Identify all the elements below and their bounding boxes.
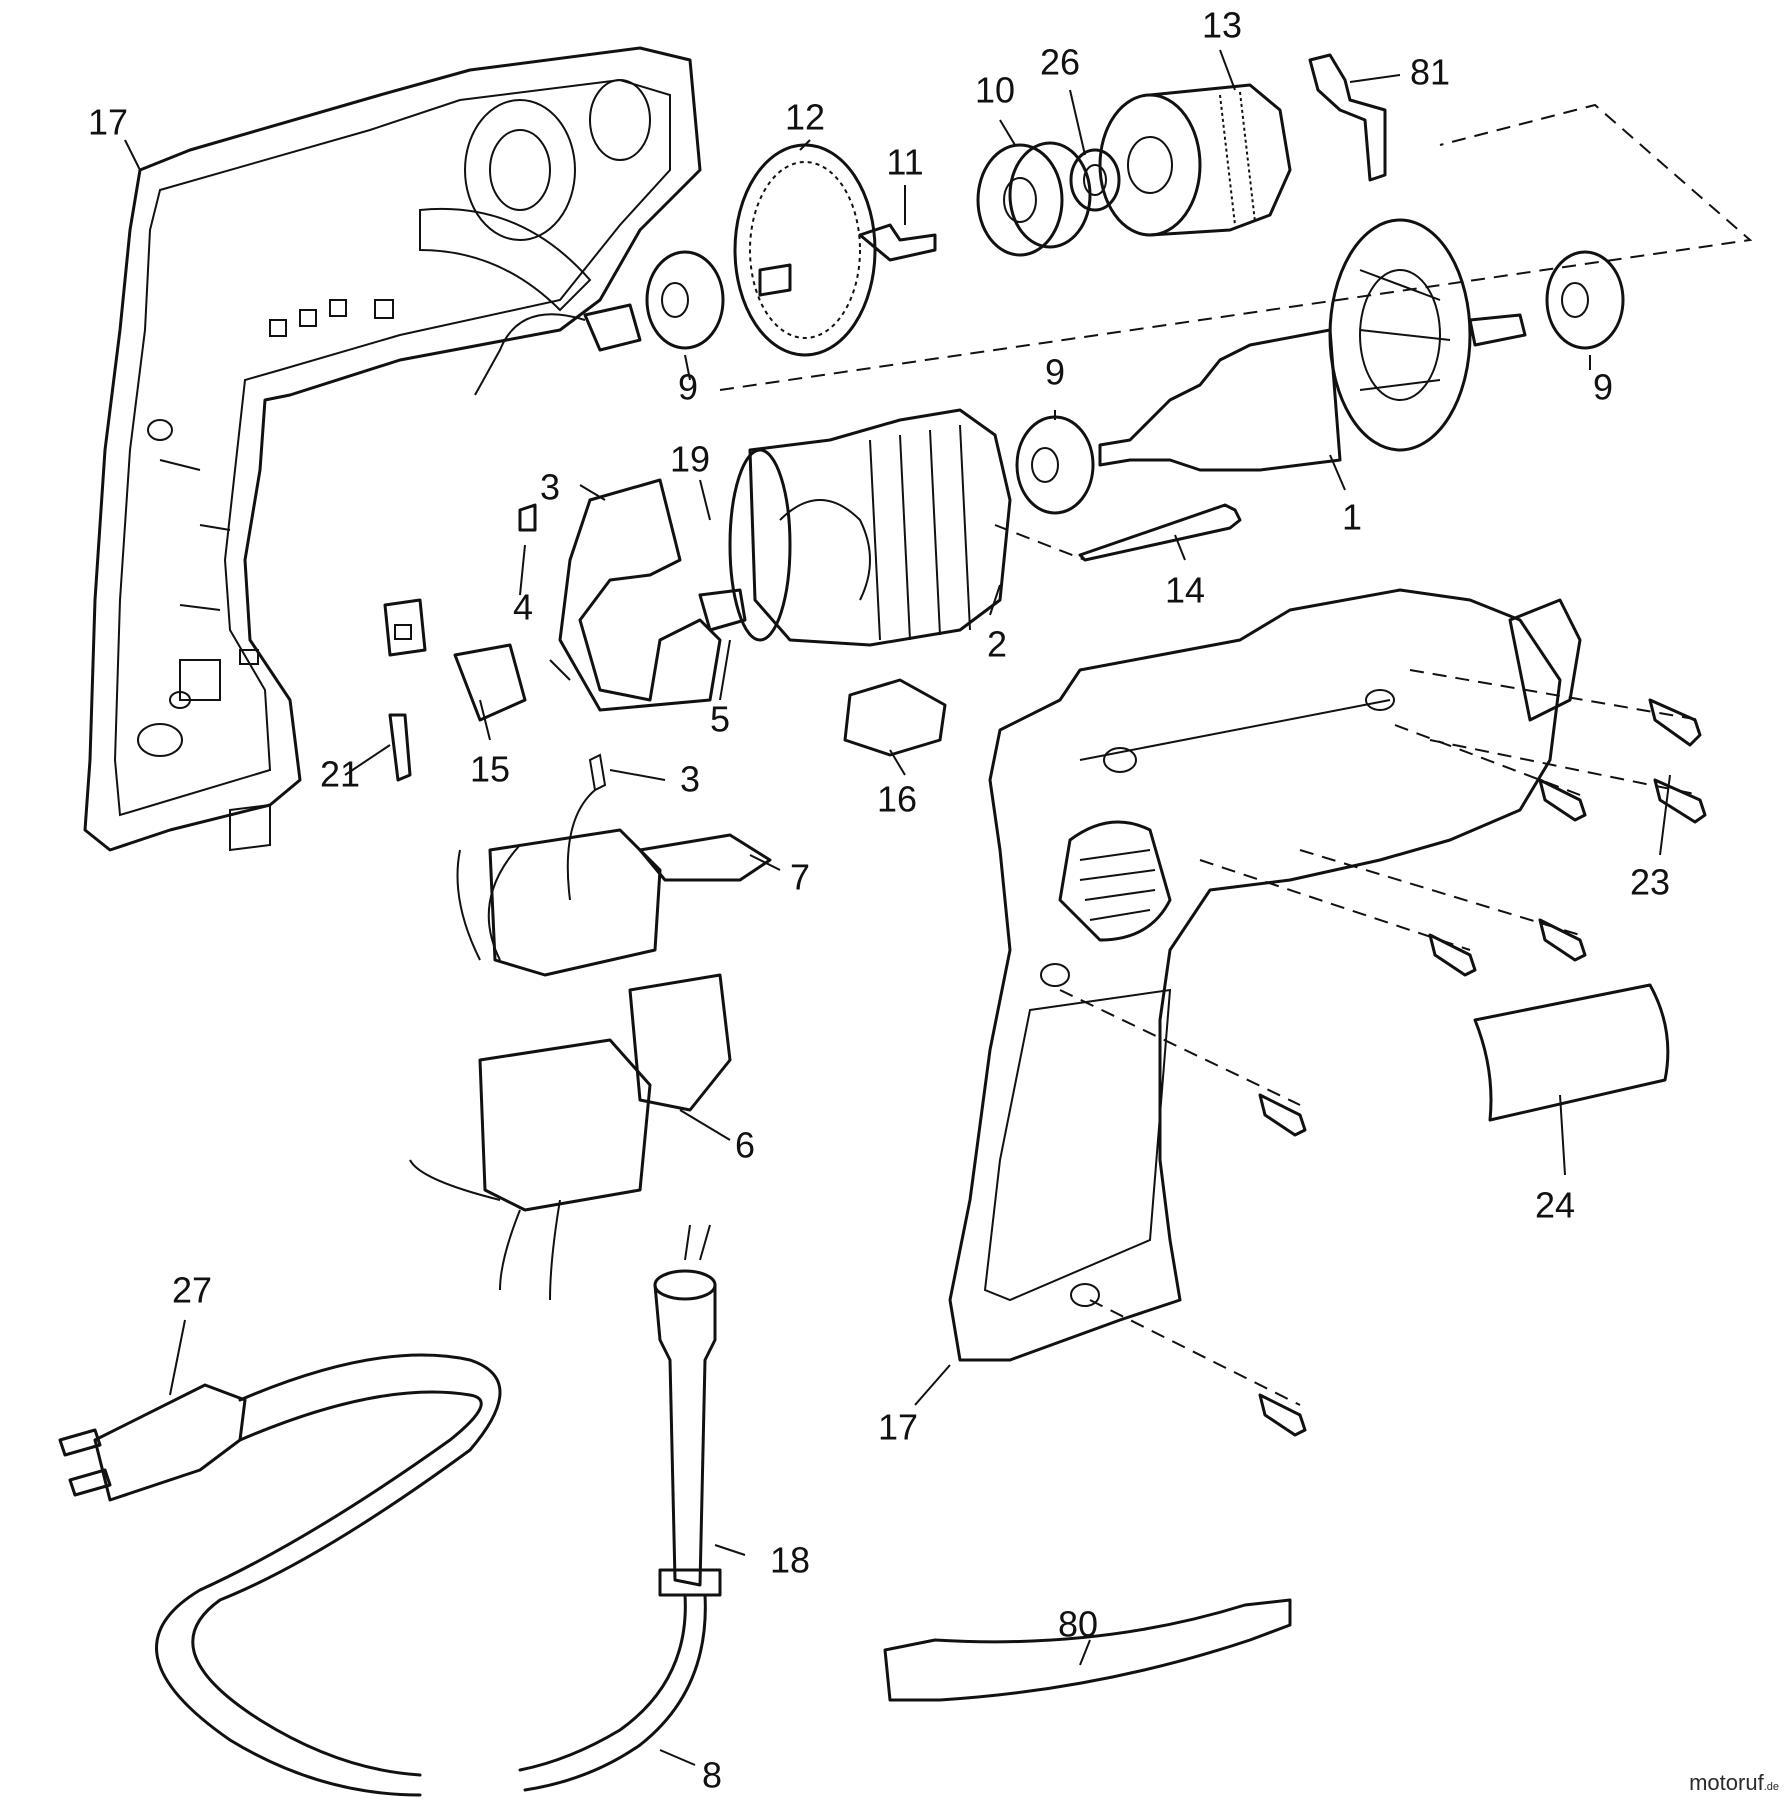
callout-4: 4 bbox=[513, 587, 533, 628]
cord-part-8 bbox=[518, 1593, 687, 1772]
switch-part-6 bbox=[409, 973, 732, 1301]
callout-6-switch: 6 bbox=[735, 1125, 755, 1166]
callout-15: 15 bbox=[470, 749, 510, 790]
callout-1-armature: 1 bbox=[1342, 497, 1362, 538]
watermark-logo: motoruf.de bbox=[1689, 1770, 1779, 1796]
bearing-part-10 bbox=[976, 141, 1092, 257]
callout-81-chuck-key: 81 bbox=[1410, 52, 1450, 93]
housing-left-half bbox=[83, 46, 702, 852]
callout-3-brush-lower: 3 bbox=[680, 759, 700, 800]
callout-23-screws: 23 bbox=[1630, 862, 1670, 903]
callout-18-strain-relief: 18 bbox=[770, 1540, 810, 1581]
alignment-line-bolt bbox=[994, 524, 1086, 561]
watermark-text: motoruf bbox=[1689, 1770, 1764, 1795]
bearing-part-9-left bbox=[645, 250, 725, 350]
callout-26-washer: 26 bbox=[1040, 42, 1080, 83]
strain-relief-part-18 bbox=[653, 1224, 722, 1597]
bearing-part-9-right bbox=[1545, 250, 1625, 350]
callout-11-spindle: 11 bbox=[886, 142, 923, 183]
callout-3-brush-upper: 3 bbox=[540, 467, 560, 508]
part-80-strap bbox=[883, 1598, 1292, 1702]
callout-80: 80 bbox=[1058, 1604, 1098, 1645]
callout-13-chuck: 13 bbox=[1202, 5, 1242, 46]
screw-part-14 bbox=[1078, 503, 1242, 562]
callout-5: 5 bbox=[710, 699, 730, 740]
chuck-part-13 bbox=[1098, 83, 1292, 237]
callout-9-bearing-middle: 9 bbox=[1045, 352, 1065, 393]
callout-14-screw: 14 bbox=[1165, 570, 1205, 611]
chuck-key-part-81 bbox=[1308, 53, 1387, 182]
nameplate-part-24 bbox=[1473, 983, 1670, 1122]
washer-part-26 bbox=[1069, 148, 1121, 212]
leader-lines bbox=[124, 49, 1671, 1766]
callout-8-cord: 8 bbox=[702, 1755, 722, 1796]
plug-cord-part-27 bbox=[58, 1353, 502, 1797]
part-16-block bbox=[843, 678, 947, 757]
callout-17-right-housing: 17 bbox=[878, 1407, 918, 1448]
cord-part-8-edge bbox=[523, 1593, 707, 1792]
housing-screws bbox=[1059, 669, 1707, 1437]
callout-7-switch: 7 bbox=[790, 857, 810, 898]
brush-holder-assembly bbox=[383, 303, 747, 782]
callout-27-plug: 27 bbox=[172, 1270, 212, 1311]
armature-part-1 bbox=[1098, 218, 1527, 472]
field-stator-part-2 bbox=[728, 408, 1012, 647]
watermark-suffix: .de bbox=[1763, 1781, 1779, 1793]
callout-24-nameplate: 24 bbox=[1535, 1185, 1575, 1226]
switch-part-7 bbox=[456, 753, 772, 977]
callout-2-field: 2 bbox=[987, 624, 1007, 665]
callout-19: 19 bbox=[670, 439, 710, 480]
callout-21: 21 bbox=[320, 754, 360, 795]
bearing-part-9-middle bbox=[1015, 415, 1095, 515]
callout-10-bearing: 10 bbox=[975, 70, 1015, 111]
housing-right-half bbox=[948, 588, 1582, 1362]
callout-16: 16 bbox=[877, 779, 917, 820]
callout-17-left-housing: 17 bbox=[88, 102, 128, 143]
callout-9-bearing-left: 9 bbox=[678, 367, 698, 408]
callout-9-bearing-right: 9 bbox=[1593, 367, 1613, 408]
callout-12-gear: 12 bbox=[785, 97, 825, 138]
